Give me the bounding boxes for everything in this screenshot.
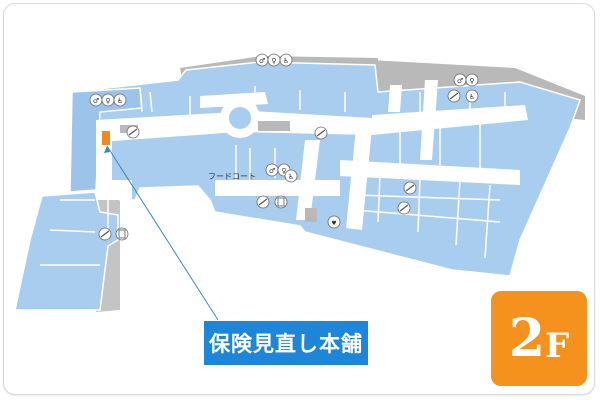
nursing-room-icon: ♥ xyxy=(327,215,341,229)
service-strip-3 xyxy=(305,208,317,222)
svg-text:♿: ♿ xyxy=(117,97,123,105)
accessible-icon: ♿ xyxy=(279,53,293,67)
service-strip-2 xyxy=(258,121,290,131)
elevator-icon xyxy=(115,227,129,241)
highlighted-store[interactable] xyxy=(102,131,110,145)
restroom-icon: ♂ xyxy=(453,73,467,87)
floor-letter: F xyxy=(545,325,570,366)
svg-text:♀: ♀ xyxy=(271,57,276,65)
floor-number: 2 xyxy=(508,307,546,369)
food-court-label: フードコート xyxy=(208,172,256,181)
restroom-icon: ♂ xyxy=(89,93,103,107)
escalator-icon xyxy=(126,125,140,139)
store-block-left-wing xyxy=(14,191,119,311)
svg-text:♥: ♥ xyxy=(331,220,336,227)
escalator-icon xyxy=(98,227,112,241)
store-block-left-top xyxy=(69,87,143,193)
accessible-icon: ♿ xyxy=(284,169,298,183)
restroom-icon: ♀ xyxy=(465,73,479,87)
facility-icons: ♂ ♀ ♿ ♂ ♀ ♿ xyxy=(89,53,479,241)
svg-text:♀: ♀ xyxy=(281,167,286,175)
svg-text:♂: ♂ xyxy=(457,77,463,85)
svg-text:♂: ♂ xyxy=(93,97,99,105)
store-name-callout[interactable]: 保険見直し本舗 xyxy=(204,321,368,365)
svg-text:♿: ♿ xyxy=(288,173,294,181)
accessible-icon: ♿ xyxy=(113,93,127,107)
escalator-icon xyxy=(447,89,461,103)
accessible-icon: ♿ xyxy=(465,89,479,103)
svg-text:♂: ♂ xyxy=(269,167,275,175)
elevator-icon xyxy=(274,195,288,209)
restroom-icon: ♂ xyxy=(265,163,279,177)
svg-text:♿: ♿ xyxy=(283,57,289,65)
escalator-icon xyxy=(256,195,270,209)
svg-text:♂: ♂ xyxy=(259,57,265,65)
callout-leader-line xyxy=(106,145,219,321)
escalator-icon xyxy=(403,181,417,195)
escalator-icon xyxy=(314,126,328,140)
escalator-icon xyxy=(397,201,411,215)
store-block-main xyxy=(71,61,581,277)
restroom-icon: ♂ xyxy=(255,53,269,67)
svg-text:♿: ♿ xyxy=(469,93,475,101)
svg-text:♀: ♀ xyxy=(105,97,110,105)
restroom-icon: ♀ xyxy=(267,53,281,67)
restroom-icon: ♀ xyxy=(101,93,115,107)
svg-text:♀: ♀ xyxy=(469,77,474,85)
atrium-void xyxy=(229,107,251,129)
leader-arrowhead xyxy=(104,146,110,153)
